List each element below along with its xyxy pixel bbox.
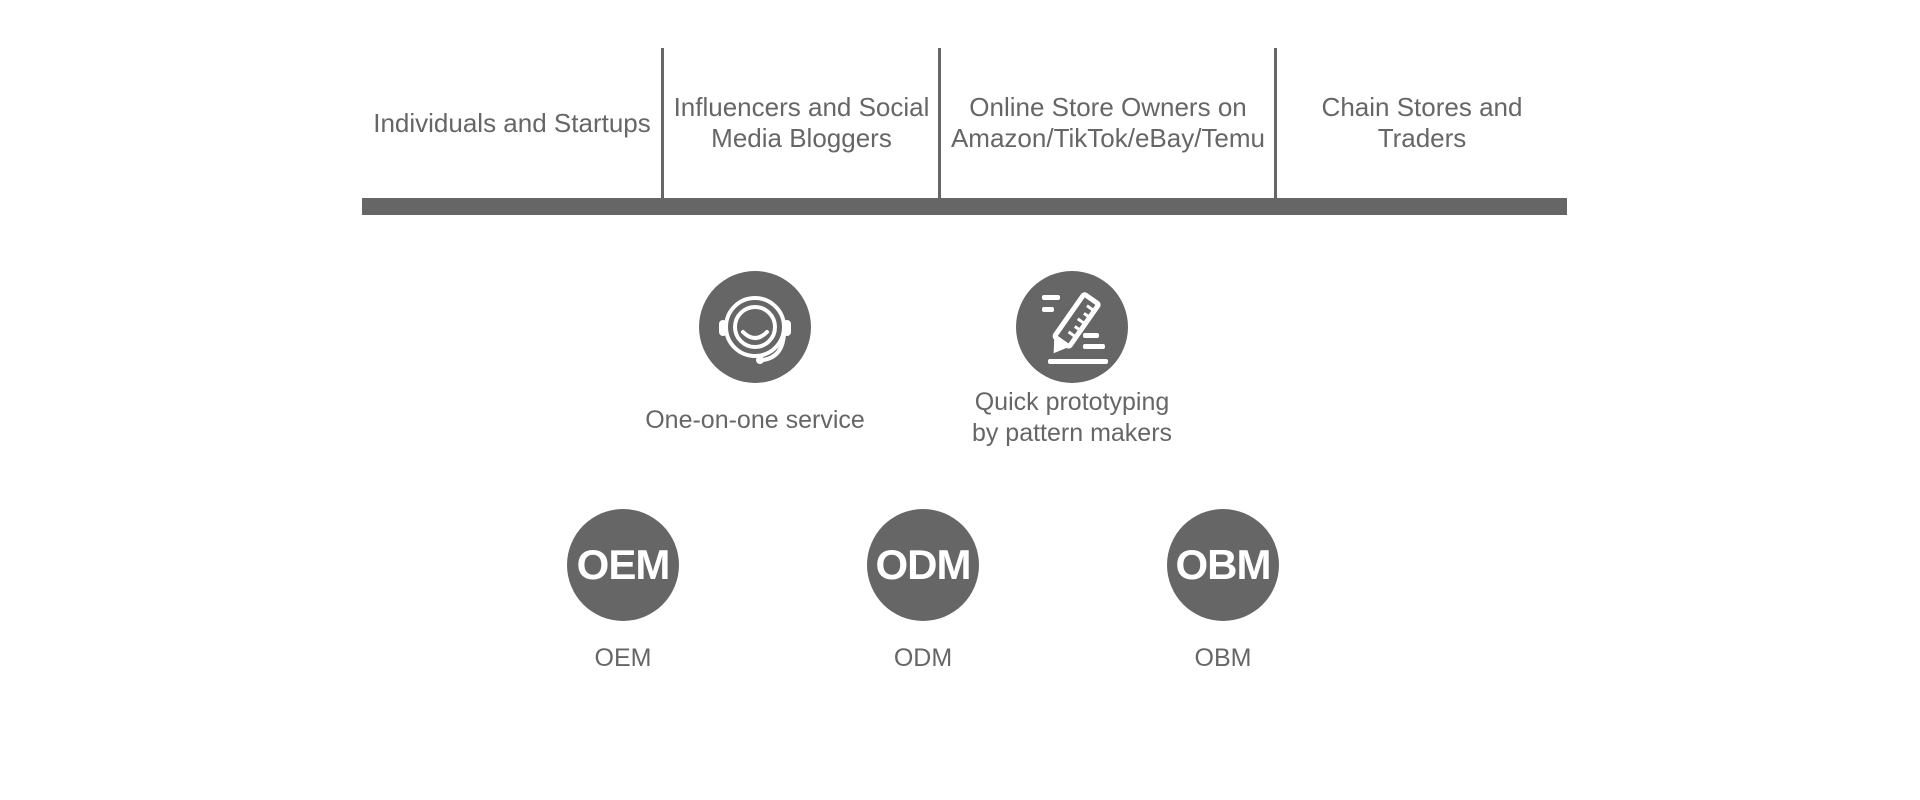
oem-badge-icon: OEM <box>567 509 679 621</box>
badge-text: ODM <box>875 541 972 588</box>
segment-individuals-startups: Individuals and Startups <box>362 48 662 198</box>
model-label: OBM <box>1194 644 1252 672</box>
badge-text: OEM <box>576 541 671 588</box>
service-label: Quick prototyping by pattern makers <box>971 388 1173 447</box>
segment-divider <box>661 48 664 200</box>
service-quick-prototyping: Quick prototyping by pattern makers <box>956 271 1188 449</box>
segment-baseline-bar <box>362 198 1567 215</box>
badge-text: OBM <box>1175 541 1272 588</box>
segment-label: Individuals and Startups <box>373 107 651 138</box>
model-odm: ODM ODM <box>867 509 979 674</box>
segment-label: Online Store Owners on Amazon/TikTok/eBa… <box>950 92 1266 153</box>
segment-influencers: Influencers and Social Media Bloggers <box>664 48 939 198</box>
model-oem: OEM OEM <box>567 509 679 674</box>
segment-divider <box>1274 48 1277 200</box>
pencil-ruler-icon <box>1016 271 1128 383</box>
customer-segments: Individuals and Startups Influencers and… <box>362 48 1567 216</box>
segment-online-store-owners: Online Store Owners on Amazon/TikTok/eBa… <box>941 48 1275 198</box>
segment-divider <box>938 48 941 200</box>
obm-badge-icon: OBM <box>1167 509 1279 621</box>
segment-label: Influencers and Social Media Bloggers <box>673 92 930 153</box>
service-label: One-on-one service <box>645 406 865 434</box>
odm-badge-icon: ODM <box>867 509 979 621</box>
model-label: ODM <box>893 644 953 672</box>
model-label: OEM <box>594 644 652 672</box>
segment-chain-stores: Chain Stores and Traders <box>1277 48 1567 198</box>
segment-label: Chain Stores and Traders <box>1321 92 1523 153</box>
model-obm: OBM OBM <box>1167 509 1279 674</box>
service-one-on-one: One-on-one service <box>639 271 871 436</box>
headset-icon <box>699 271 811 383</box>
